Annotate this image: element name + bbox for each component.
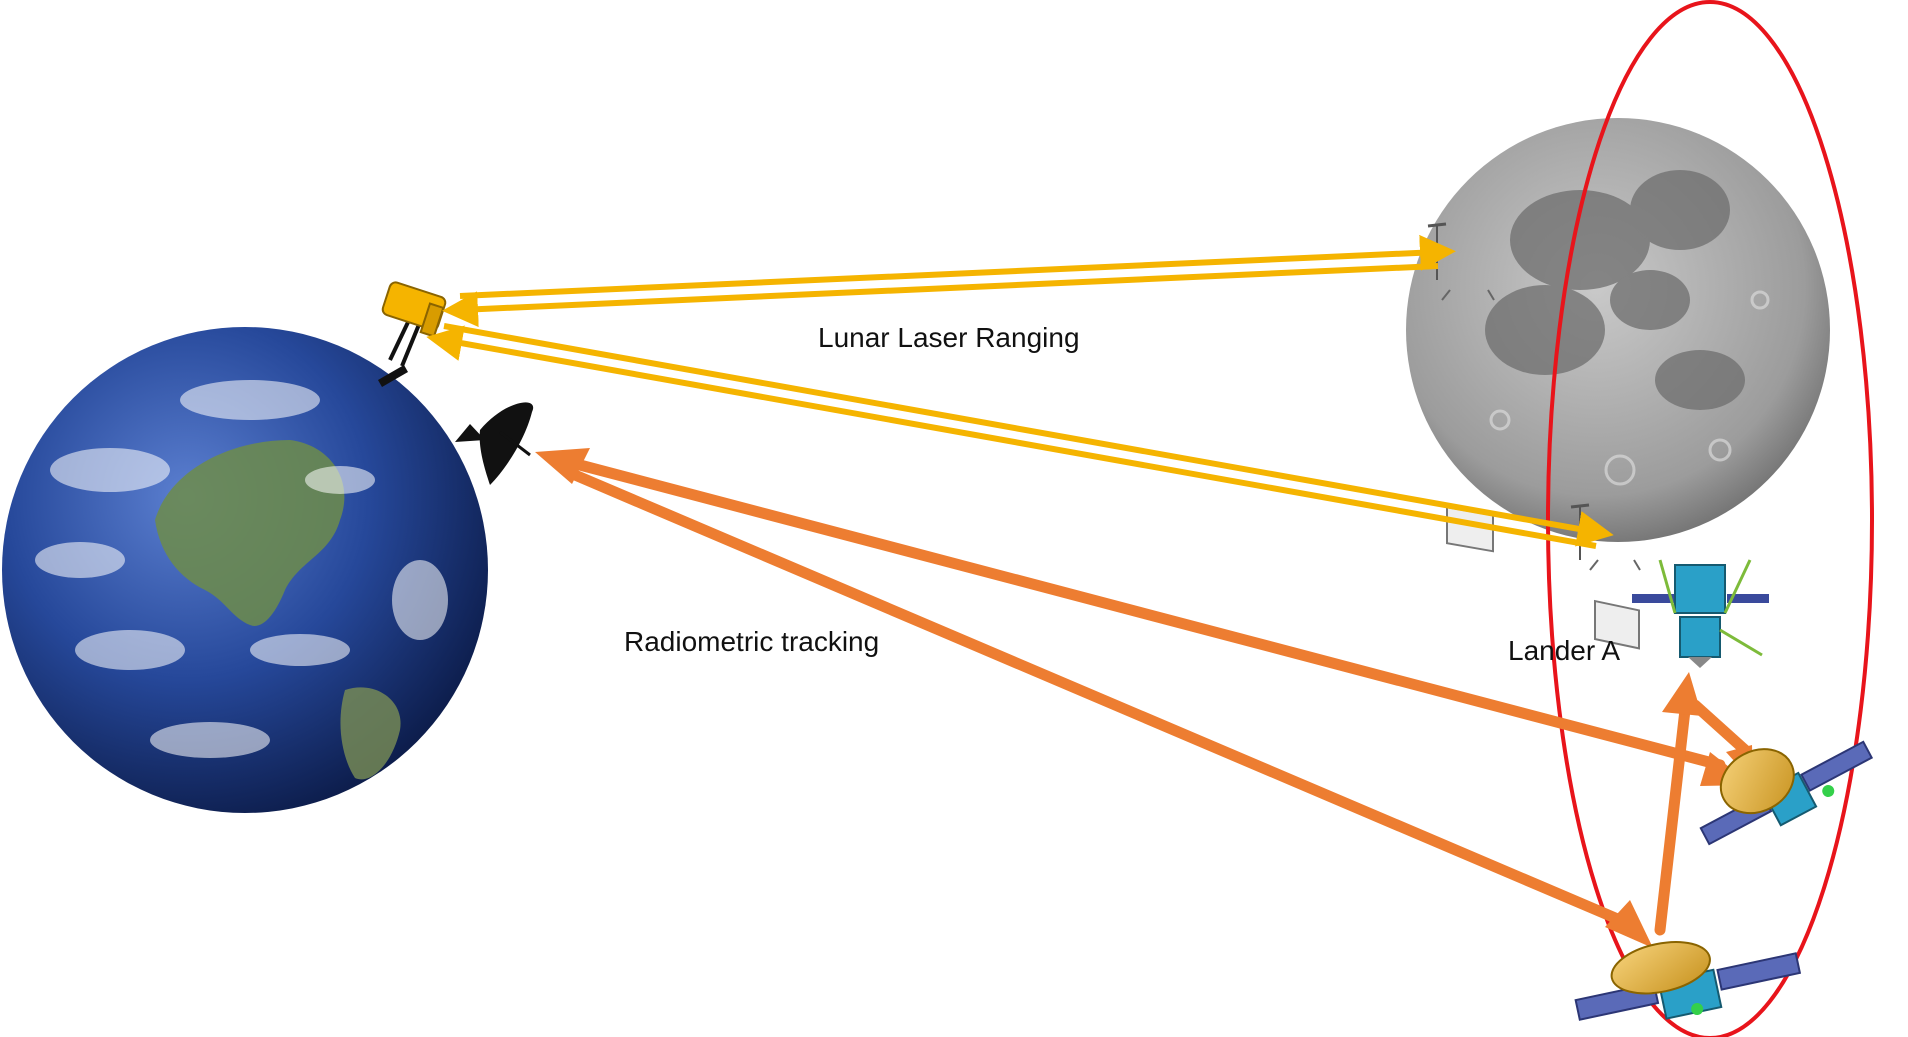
moon-globe-icon [1406, 118, 1830, 542]
relay-satellite-icon [1574, 941, 1802, 1021]
craters [1489, 290, 1770, 486]
continent-south-america [340, 687, 401, 780]
radio-dish-icon [455, 402, 534, 485]
retroreflector-icon [1570, 503, 1641, 650]
lander-label: Lander A [1508, 635, 1621, 666]
retroreflector-icon [1427, 222, 1495, 553]
maria [1485, 170, 1745, 410]
lunar-laser-ranging-label: Lunar Laser Ranging [818, 322, 1080, 353]
continent-north-america [155, 440, 345, 626]
earth [2, 327, 488, 813]
radiometric-arrowheads [535, 448, 1753, 948]
radiometric-links [569, 459, 1751, 936]
moon [1406, 118, 1830, 542]
lander-orbit [1546, 0, 1874, 1037]
laser-beams [426, 234, 1614, 549]
relay-satellite-icon [1699, 740, 1874, 846]
lunar-lander-icon [1632, 559, 1769, 668]
laser-telescope-icon [378, 281, 447, 387]
cloud-layer [35, 380, 448, 758]
radiometric-tracking-label: Radiometric tracking [624, 626, 880, 657]
